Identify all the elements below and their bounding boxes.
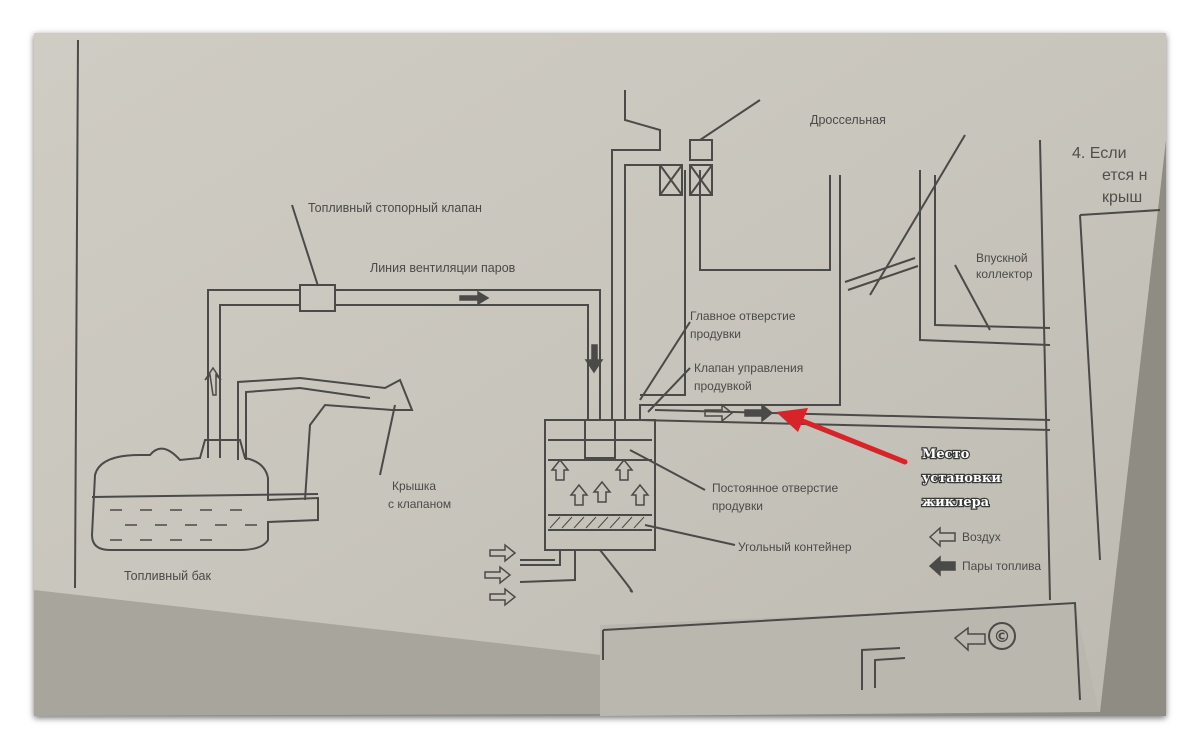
fuel-level — [110, 509, 257, 541]
label-fuel-shutoff-valve: Топливный стопорный клапан — [308, 201, 482, 215]
label-cap-with-valve-1: Крышка — [392, 479, 436, 493]
photo-frame: © Топливный стопорный клапан Линия венти… — [34, 33, 1166, 716]
label-intake-manifold-1: Впускной — [976, 251, 1028, 265]
side-text-2: ется н — [1102, 167, 1147, 184]
label-cap-with-valve-2: с клапаном — [388, 497, 451, 511]
annotation-line-3: жиклера — [922, 495, 990, 510]
label-constant-purge-port-2: продувки — [712, 499, 763, 513]
side-text-1: 4. Если — [1072, 145, 1127, 162]
paper-sheet-lower-page — [600, 605, 1099, 716]
side-text-3: крыш — [1102, 189, 1142, 206]
label-purge-control-valve-1: Клапан управления — [694, 361, 803, 375]
label-vapor-vent-line: Линия вентиляции паров — [370, 261, 516, 275]
legend-fuel-vapor: Пары топлива — [962, 559, 1041, 573]
label-main-purge-port-2: продувки — [690, 327, 741, 341]
label-intake-manifold-2: коллектор — [976, 267, 1033, 281]
annotation-line-2: установки — [922, 471, 1001, 486]
label-fuel-tank: Топливный бак — [124, 569, 211, 583]
label-main-purge-port-1: Главное отверстие — [690, 309, 796, 323]
carbon-hatch — [549, 516, 645, 529]
diagram-svg: © Топливный стопорный клапан Линия венти… — [34, 33, 1166, 716]
annotation-line-1: Место — [922, 447, 970, 462]
label-throttle: Дроссельная — [810, 113, 886, 127]
legend-air: Воздух — [962, 530, 1001, 544]
label-purge-control-valve-2: продувкой — [694, 379, 752, 393]
label-constant-purge-port-1: Постоянное отверстие — [712, 481, 838, 495]
copyright-symbol: © — [994, 627, 1011, 647]
annotation-text: Место установки жиклера — [921, 446, 1003, 512]
red-pointer-arrow — [776, 408, 908, 465]
copyright-circle — [988, 622, 1016, 650]
label-carbon-canister: Угольный контейнер — [738, 540, 852, 554]
